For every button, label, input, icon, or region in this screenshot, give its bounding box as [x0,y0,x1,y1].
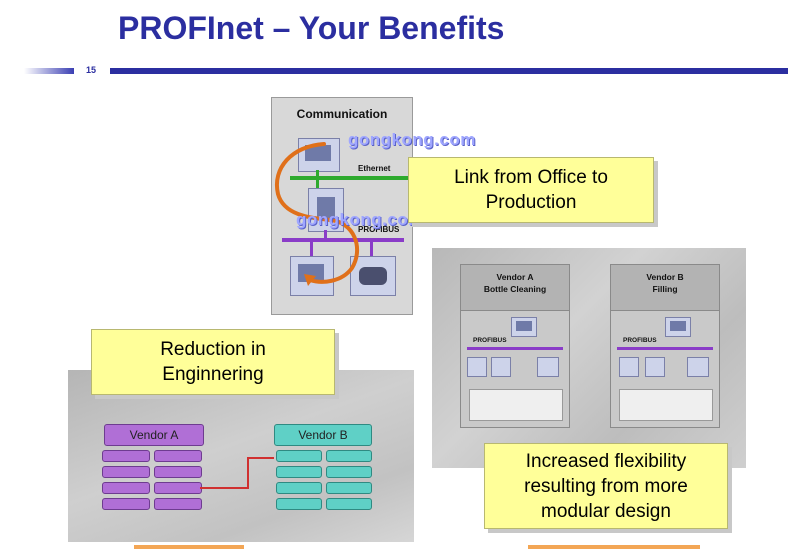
controller-device [308,188,344,232]
vendor-b-block [276,450,322,462]
ethernet-label: Ethernet [358,164,391,173]
communication-panel: Communication Ethernet PROFIBUS gongkong… [271,97,475,315]
motor-device [350,256,396,296]
vendor-a-block [102,466,150,478]
callout-line: Production [485,192,577,213]
vendor-a-block [154,482,202,494]
vendor-b-block [326,482,372,494]
callout-line: Link from Office to [454,167,608,188]
vendor-b-block [276,482,322,494]
profibus-line [282,238,404,242]
vendor-a-block [154,498,202,510]
communication-title: Communication [296,107,388,121]
vendor-b-block [276,498,322,510]
callout-reduction-engineering: Reduction in Enginnering [91,329,335,395]
vendor-b-tab: Vendor B [274,424,372,446]
watermark-text: gongkong.com [348,130,476,149]
callout-line: Reduction in [160,339,266,360]
profibus-label: PROFIBUS [623,337,657,344]
machine-image [469,389,563,421]
engineering-panel: Vendor A Vendor B [68,370,414,542]
communication-loop-arrow [274,142,359,286]
vendor-a-module: Vendor A Bottle Cleaning PROFIBUS [460,264,570,428]
vendor-b-function: Filling [652,284,678,294]
slide-title: PROFInet – Your Benefits [118,10,505,46]
bottom-cutoff-right [528,541,700,551]
vendor-connector [200,457,274,489]
office-pc-device [298,138,340,172]
vendor-b-block [326,466,372,478]
profibus-label: PROFIBUS [473,337,507,344]
vendor-a-tab: Vendor A [104,424,204,446]
callout-flexibility: Increased flexibility resulting from mor… [484,443,728,529]
vendor-b-block [326,498,372,510]
title-rule-left [24,68,74,74]
callout-line: modular design [541,500,671,522]
vendor-b-module: Vendor B Filling PROFIBUS [610,264,720,428]
watermark-text: gongkong.com [296,210,424,229]
modular-vendors-panel: Vendor A Bottle Cleaning PROFIBUS Vendor… [432,248,746,468]
callout-office-to-production: Link from Office to Production [408,157,654,223]
vendor-b-name: Vendor B [646,272,684,282]
vendor-a-block [102,498,150,510]
callout-line: Enginnering [162,364,264,385]
vendor-a-name: Vendor A [496,272,534,282]
machine-image [619,389,713,421]
slide-number: 15 [86,65,97,75]
vendor-a-block [102,482,150,494]
title-rule-right [110,68,788,74]
vendor-b-block [326,450,372,462]
bottom-cutoff-left [134,541,244,551]
ethernet-line [290,176,412,180]
callout-line: resulting from more [524,475,688,497]
callout-line: Increased flexibility [525,450,687,472]
profibus-label: PROFIBUS [358,225,400,234]
vendor-a-function: Bottle Cleaning [483,284,547,294]
vendor-b-block [276,466,322,478]
vendor-a-block [154,466,202,478]
vendor-a-block [154,450,202,462]
vendor-a-block [102,450,150,462]
